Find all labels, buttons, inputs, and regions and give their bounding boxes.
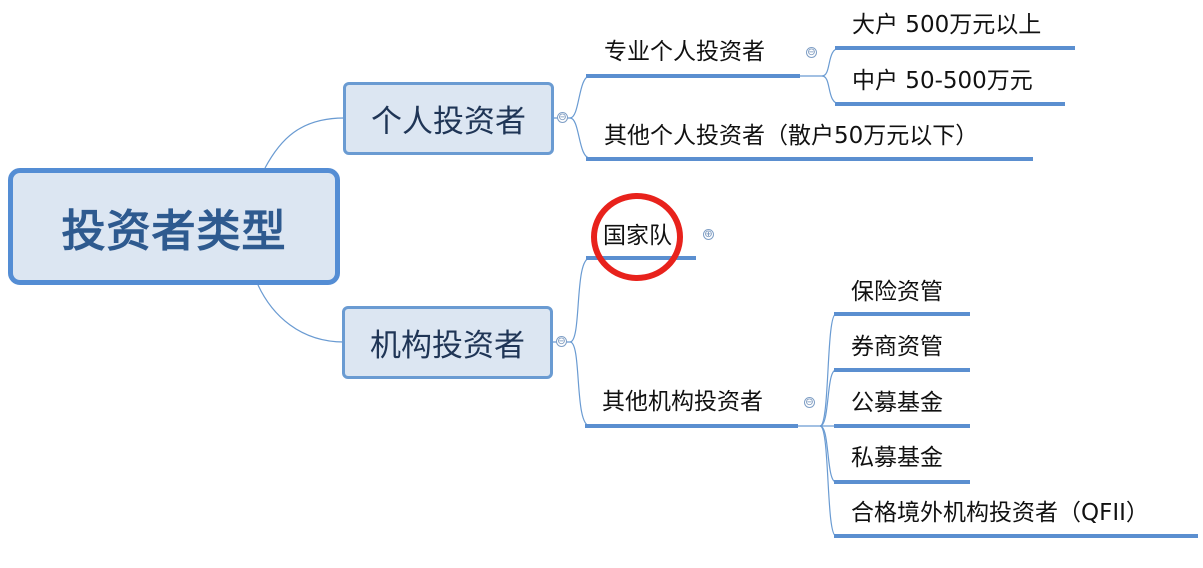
- underline: [834, 424, 970, 428]
- node-public-fund[interactable]: 公募基金: [851, 390, 943, 416]
- node-other-institutional[interactable]: 其他机构投资者: [602, 389, 763, 415]
- collapse-toggle-icon[interactable]: ⊖: [804, 397, 815, 408]
- underline: [586, 157, 1033, 161]
- red-highlight-circle: [591, 193, 683, 281]
- underline: [834, 534, 1198, 538]
- node-insurance-am[interactable]: 保险资管: [851, 279, 943, 305]
- underline: [835, 46, 1075, 50]
- node-medium-account[interactable]: 中户 50-500万元: [852, 68, 1033, 94]
- collapse-toggle-icon[interactable]: ⊖: [806, 47, 817, 58]
- node-broker-am[interactable]: 券商资管: [851, 334, 943, 360]
- underline: [834, 480, 970, 484]
- branch-label: 机构投资者: [370, 328, 525, 364]
- branch-label: 个人投资者: [371, 104, 526, 140]
- underline: [835, 102, 1065, 106]
- node-large-account[interactable]: 大户 500万元以上: [852, 12, 1042, 38]
- underline: [834, 368, 970, 372]
- collapse-toggle-icon[interactable]: ⊖: [557, 112, 568, 123]
- collapse-toggle-icon[interactable]: ⊖: [556, 336, 567, 347]
- node-private-fund[interactable]: 私募基金: [851, 445, 943, 471]
- root-node[interactable]: 投资者类型: [8, 168, 340, 285]
- underline: [586, 74, 800, 78]
- underline: [834, 312, 970, 316]
- branch-node-individual[interactable]: 个人投资者: [343, 82, 554, 155]
- expand-toggle-icon[interactable]: ⊕: [703, 229, 714, 240]
- node-professional-individual[interactable]: 专业个人投资者: [604, 39, 765, 65]
- root-label: 投资者类型: [61, 205, 287, 257]
- branch-node-institutional[interactable]: 机构投资者: [342, 306, 553, 379]
- node-qfii[interactable]: 合格境外机构投资者（QFII）: [851, 500, 1149, 526]
- underline: [585, 424, 798, 428]
- node-other-individual[interactable]: 其他个人投资者（散户50万元以下）: [604, 123, 979, 149]
